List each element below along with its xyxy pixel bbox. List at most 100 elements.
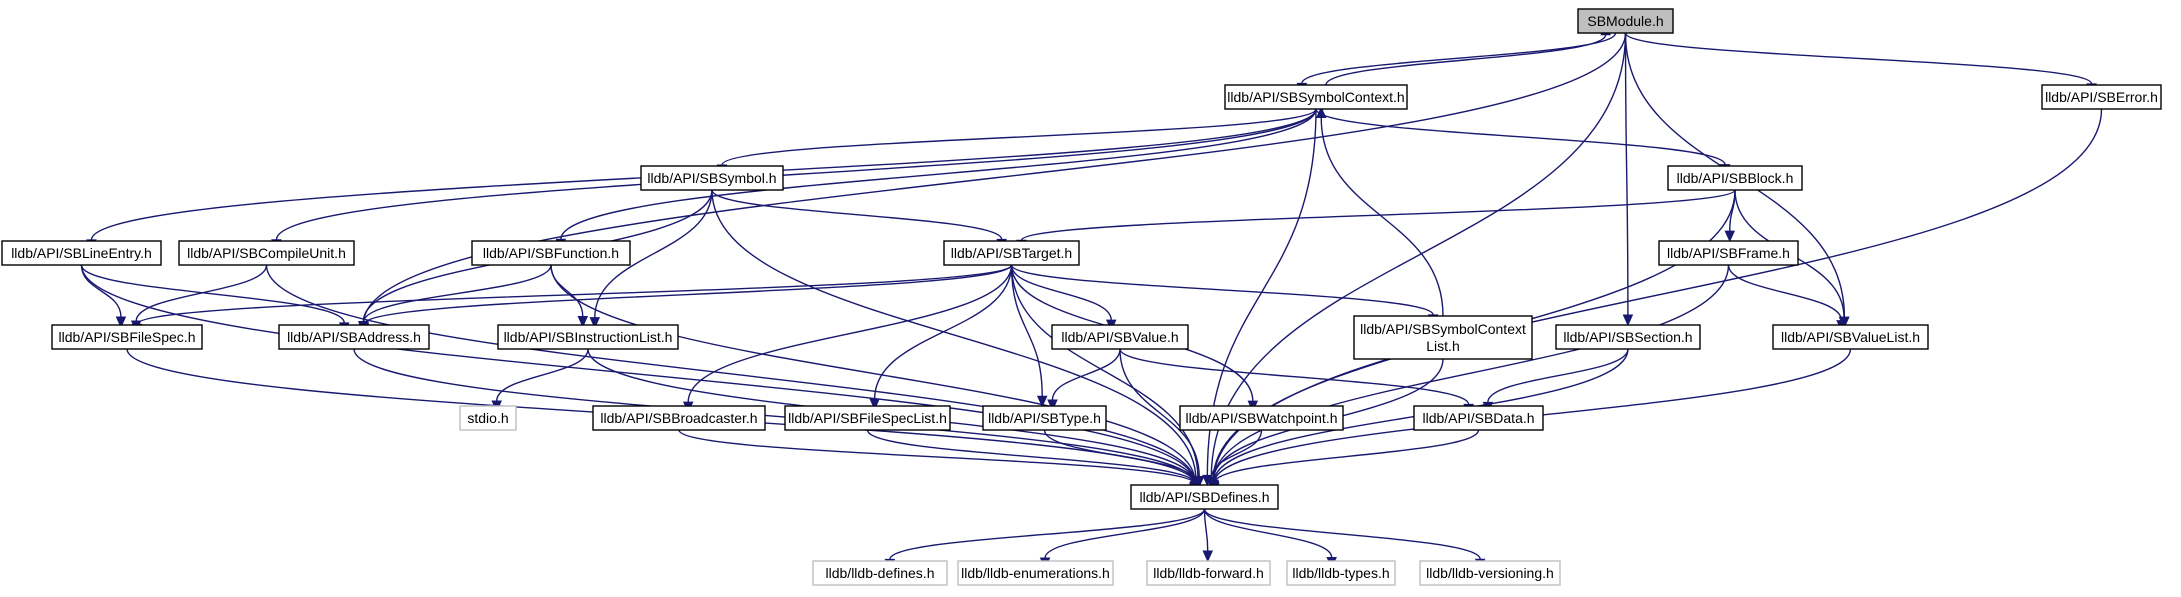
node-label-compileunit: lldb/API/SBCompileUnit.h [187, 245, 346, 261]
arrowhead-sbtarget-to-filespeclist [869, 398, 880, 411]
node-broadcaster[interactable]: lldb/API/SBBroadcaster.h [592, 405, 766, 431]
node-label-symctxlist: List.h [1426, 338, 1459, 354]
arrowhead-sbvalue-to-sbtype [1047, 399, 1058, 412]
node-box-sbmodule[interactable] [1577, 8, 1674, 34]
node-box-sbsymbol[interactable] [640, 165, 784, 191]
node-watchpoint[interactable]: lldb/API/SBWatchpoint.h [1179, 405, 1344, 431]
node-label-sbaddress: lldb/API/SBAddress.h [287, 329, 421, 345]
edge-sbtarget-to-symctxlist [1010, 264, 1434, 316]
node-sbsection[interactable]: lldb/API/SBSection.h [1555, 324, 1701, 350]
node-sbvalue[interactable]: lldb/API/SBValue.h [1051, 324, 1189, 350]
edge-filespeclist-to-sbdefines [866, 429, 1196, 484]
node-sbdata[interactable]: lldb/API/SBData.h [1413, 405, 1544, 431]
node-sbframe[interactable]: lldb/API/SBFrame.h [1658, 240, 1799, 266]
node-label-watchpoint: lldb/API/SBWatchpoint.h [1185, 410, 1337, 426]
node-box-sbdefines[interactable] [1130, 484, 1279, 510]
arrowhead-sbtarget-to-sbtype [1036, 395, 1048, 408]
node-box-sberror[interactable] [2041, 84, 2162, 110]
node-sbmodule[interactable]: SBModule.h [1577, 8, 1674, 34]
edge-sbsection-to-sbdata [1487, 348, 1629, 403]
node-box-versioning [1419, 560, 1561, 586]
node-box-stdio [459, 405, 517, 431]
node-box-valuelist[interactable] [1772, 324, 1929, 350]
edge-sbfunction-to-instrlist [550, 264, 584, 317]
edge-sbframe-to-sbdefines [1213, 264, 1730, 482]
edge-sbmodule-to-sberror [1624, 32, 2093, 85]
node-box-sbfunction[interactable] [471, 240, 631, 266]
edge-sbdefines-to-defines [889, 508, 1206, 560]
edge-sbsymbol-to-instrlist [594, 189, 713, 318]
node-box-filespeclist[interactable] [784, 405, 951, 431]
node-box-instrlist[interactable] [497, 324, 679, 350]
node-sberror[interactable]: lldb/API/SBError.h [2041, 84, 2162, 110]
node-defines: lldb/lldb-defines.h [812, 560, 948, 586]
edge-sbtarget-to-filespeclist [873, 264, 1013, 400]
node-versioning: lldb/lldb-versioning.h [1419, 560, 1561, 586]
edge-sbtarget-to-sbaddress [363, 264, 1013, 325]
edge-sbtarget-to-sbvalue [1010, 264, 1112, 321]
edge-sbdefines-to-forward [1203, 508, 1209, 552]
node-sbtype[interactable]: lldb/API/SBType.h [982, 405, 1107, 431]
node-box-enums [957, 560, 1114, 586]
node-box-compileunit[interactable] [178, 240, 355, 266]
edge-watchpoint-to-sbdefines [1211, 429, 1263, 479]
node-box-sbdata[interactable] [1413, 405, 1544, 431]
node-label-sbfunction: lldb/API/SBFunction.h [483, 245, 619, 261]
node-label-defines: lldb/lldb-defines.h [826, 565, 935, 581]
node-label-forward: lldb/lldb-forward.h [1153, 565, 1264, 581]
edge-sbmodule-to-sbaddress [363, 32, 1627, 323]
node-box-lineentry[interactable] [1, 240, 162, 266]
node-box-sbaddress[interactable] [278, 324, 430, 350]
node-box-broadcaster[interactable] [592, 405, 766, 431]
edge-sbaddress-to-sbdefines [353, 348, 1196, 484]
node-box-filespec[interactable] [51, 324, 203, 350]
node-lineentry[interactable]: lldb/API/SBLineEntry.h [1, 240, 162, 266]
node-box-sbframe[interactable] [1658, 240, 1799, 266]
node-sbaddress[interactable]: lldb/API/SBAddress.h [278, 324, 430, 350]
edges-layer [80, 23, 2103, 571]
node-box-sbtype[interactable] [982, 405, 1107, 431]
node-symctx[interactable]: lldb/API/SBSymbolContext.h [1224, 84, 1408, 110]
edge-sbdata-to-sbdefines [1213, 429, 1480, 484]
node-label-enums: lldb/lldb-enumerations.h [961, 565, 1110, 581]
edge-sbmodule-to-sbsection [1624, 32, 1629, 316]
edge-lineentry-to-sbaddress [80, 264, 345, 324]
node-box-sbvalue[interactable] [1051, 324, 1189, 350]
edge-sbframe-to-valuelist [1727, 264, 1843, 321]
node-sbblock[interactable]: lldb/API/SBBlock.h [1667, 165, 1803, 191]
node-valuelist[interactable]: lldb/API/SBValueList.h [1772, 324, 1929, 350]
node-box-sbsection[interactable] [1555, 324, 1701, 350]
edge-sbtype-to-sbdefines [1043, 429, 1196, 482]
node-box-sbblock[interactable] [1667, 165, 1803, 191]
node-filespec[interactable]: lldb/API/SBFileSpec.h [51, 324, 203, 350]
edge-sbmodule-to-sbdefines [1210, 32, 1627, 478]
node-label-symctx: lldb/API/SBSymbolContext.h [1227, 89, 1404, 105]
node-compileunit[interactable]: lldb/API/SBCompileUnit.h [178, 240, 355, 266]
node-sbtarget[interactable]: lldb/API/SBTarget.h [943, 240, 1080, 266]
node-instrlist[interactable]: lldb/API/SBInstructionList.h [497, 324, 679, 350]
edge-compileunit-to-sbdefines [265, 264, 1196, 483]
edge-sbblock-to-sbtarget [1020, 189, 1736, 241]
node-sbfunction[interactable]: lldb/API/SBFunction.h [471, 240, 631, 266]
node-stdio: stdio.h [459, 405, 517, 431]
edge-sbsymbol-to-sbdefines [711, 189, 1197, 480]
edge-sbvalue-to-sbdefines [1119, 348, 1200, 477]
node-box-watchpoint[interactable] [1179, 405, 1344, 431]
node-sbsymbol[interactable]: lldb/API/SBSymbol.h [640, 165, 784, 191]
node-label-broadcaster: lldb/API/SBBroadcaster.h [600, 410, 757, 426]
edge-sbvalue-to-sbtype [1051, 348, 1121, 401]
node-label-sbsection: lldb/API/SBSection.h [1563, 329, 1692, 345]
node-filespeclist[interactable]: lldb/API/SBFileSpecList.h [784, 405, 951, 431]
node-sbdefines[interactable]: lldb/API/SBDefines.h [1130, 484, 1279, 510]
node-label-sbblock: lldb/API/SBBlock.h [1677, 170, 1794, 186]
nodes-layer: SBModule.h lldb/API/SBSymbolContext.h lldb… [1, 8, 2162, 586]
node-label-types: lldb/lldb-types.h [1292, 565, 1389, 581]
edge-sbdefines-to-versioning [1203, 508, 1481, 560]
node-box-symctxlist[interactable] [1353, 315, 1533, 360]
node-box-sbtarget[interactable] [943, 240, 1080, 266]
edge-sbtarget-to-sbtype [1010, 264, 1043, 397]
node-box-symctx[interactable] [1224, 84, 1408, 110]
node-types: lldb/lldb-types.h [1286, 560, 1396, 586]
